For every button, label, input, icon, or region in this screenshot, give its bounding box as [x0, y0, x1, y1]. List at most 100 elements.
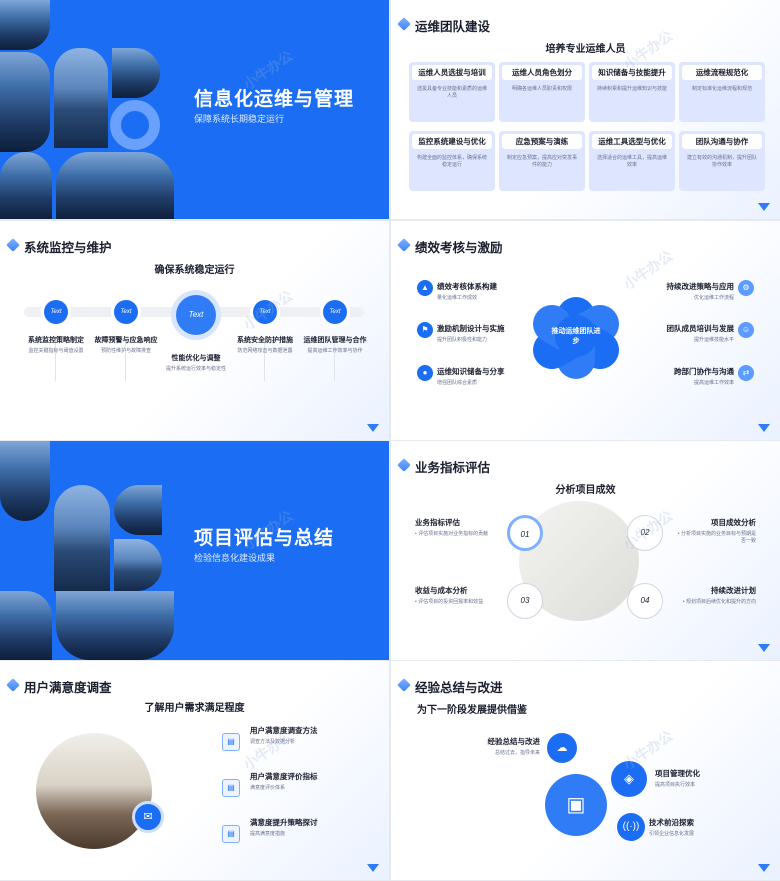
item-desc-text: 规划项目后续优化和提升的方向: [685, 599, 756, 605]
item-label: 激励机制设计与实施: [437, 324, 505, 333]
item-label: 经验总结与改进: [487, 737, 541, 746]
triangle-icon: [758, 864, 770, 872]
meeting-room-photo: [36, 733, 152, 849]
water-photo: [0, 152, 52, 219]
gear-icon: ⚙: [738, 280, 754, 296]
timeline-desc: 提升系统运行效率与稳定性: [165, 366, 226, 372]
sky-photo: [0, 52, 50, 152]
cover-subtitle: 检验信息化建设成果: [194, 553, 276, 563]
item-desc: 提高项目执行效率: [655, 782, 696, 788]
card: 运维工具选型与优化选择适合的运维工具，提高运维效率: [589, 131, 675, 191]
slide-heading: 培养专业运维人员: [545, 44, 626, 55]
item-label: 绩效考核体系构建: [437, 282, 497, 291]
item-label: 技术前沿探索: [649, 818, 694, 827]
triangle-icon: [758, 203, 770, 211]
timeline-node: Text: [114, 300, 138, 324]
slide-team-building[interactable]: 运维团队建设 培养专业运维人员 运维人员选拔与培训选拔具备专业技能和素质的运维人…: [391, 0, 780, 219]
timeline-label: 运维团队管理与合作: [303, 337, 367, 344]
sky-photo: [114, 485, 162, 535]
user-icon: ☺: [738, 322, 754, 338]
slide-title: 业务指标评估: [415, 461, 491, 475]
center-circle: [555, 315, 597, 357]
item-label: 用户满意度调查方法: [250, 726, 318, 735]
card: 知识储备与技能提升持续积累和提升运维知识与技能: [589, 62, 675, 122]
item-label: 项目成效分析: [711, 518, 756, 527]
diamond-icon: [397, 678, 411, 692]
item-desc: • 分析项目实施的业务目标与预期是否一致: [677, 531, 756, 544]
timeline-desc: 预防性维护与故障排查: [100, 348, 151, 354]
diamond-icon: [397, 17, 411, 31]
slide-monitoring[interactable]: 系统监控与维护 确保系统稳定运行 Text Text Text Text Tex…: [0, 221, 389, 440]
triangle-icon: [758, 424, 770, 432]
item-desc: • 规划项目后续优化和提升的方向: [682, 599, 756, 605]
document-icon: ▤: [222, 779, 240, 797]
timeline-desc: 提高运维工作效率与协作: [307, 348, 363, 354]
slide-cover-2[interactable]: 项目评估与总结 检验信息化建设成果: [0, 441, 389, 660]
card-title: 应急预案与演练: [502, 134, 582, 149]
card-title: 运维工具选型与优化: [592, 134, 672, 149]
triangle-icon: [367, 424, 379, 432]
water-photo: [56, 152, 174, 219]
flag-icon: ⚑: [417, 322, 433, 338]
timeline-node-main: Text: [176, 295, 216, 335]
city-photo: [54, 48, 108, 148]
number-badge: 02: [627, 515, 663, 551]
divider: [55, 341, 56, 381]
card-desc: 选择适合的运维工具，提高运维效率: [597, 155, 668, 168]
slide-title: 经验总结与改进: [415, 681, 503, 695]
slide-summary[interactable]: 经验总结与改进 为下一阶段发展提供借鉴 经验总结与改进 总结过去，指导未来 ☁ …: [391, 661, 780, 880]
item-label: 持续改进策略与应用: [666, 282, 735, 291]
card: 监控系统建设与优化构建全面的监控体系，确保系统稳定运行: [409, 131, 495, 191]
item-desc: 满意度评价体系: [250, 785, 286, 791]
item-desc: • 评估项目的投资回报率和效益: [415, 599, 484, 605]
card-title: 知识储备与技能提升: [592, 65, 672, 80]
triangle-icon: [758, 644, 770, 652]
cloud-icon: ☁: [547, 733, 577, 763]
item-label: 运维知识储备与分享: [437, 367, 505, 376]
sky-photo: [112, 48, 160, 98]
timeline-desc: 监控关键指标与阈值设置: [28, 348, 84, 354]
card: 团队沟通与协作建立有效的沟通机制，提升团队协作效率: [679, 131, 765, 191]
card-title: 监控系统建设与优化: [412, 134, 492, 149]
slide-title: 系统监控与维护: [24, 241, 112, 255]
slide-heading: 为下一阶段发展提供借鉴: [417, 705, 527, 716]
timeline-label: 性能优化与调整: [171, 355, 221, 362]
item-desc: 提高满意度措施: [250, 831, 286, 837]
number-badge: 01: [507, 515, 543, 551]
timeline-node: Text: [323, 300, 347, 324]
diamond-icon: [397, 458, 411, 472]
slide-heading: 分析项目成效: [555, 485, 616, 496]
center-text: 推动运维团队进步: [551, 328, 601, 345]
item-desc: 提升团队积极性和能力: [437, 337, 488, 343]
item-desc: 调查方法及数据分析: [250, 739, 296, 745]
card: 运维人员角色划分明确各运维人员职责和权限: [499, 62, 585, 122]
item-desc-text: 评估项目实施对业务指标的贡献: [418, 531, 489, 537]
card: 运维流程规范化制定标准化运维流程和规范: [679, 62, 765, 122]
timeline-desc: 防范网络攻击与数据泄露: [237, 348, 293, 354]
slide-metrics[interactable]: 业务指标评估 分析项目成效 业务指标评估 • 评估项目实施对业务指标的贡献 收益…: [391, 441, 780, 660]
slide-performance[interactable]: 绩效考核与激励 ▲ 绩效考核体系构建 量化运维工作成效 ⚑ 激励机制设计与实施 …: [391, 221, 780, 440]
ring-decoration: [110, 100, 160, 150]
item-desc-text: 评估项目的投资回报率和效益: [418, 599, 484, 605]
slide-title: 用户满意度调查: [24, 681, 112, 695]
card-title: 团队沟通与协作: [682, 134, 762, 149]
slide-heading: 了解用户需求满足程度: [144, 703, 245, 714]
item-label: 项目管理优化: [655, 769, 700, 778]
id-card-icon: ▣: [545, 774, 607, 836]
sky-photo: [0, 441, 50, 521]
diamond-icon: [6, 238, 20, 252]
water-photo: [56, 591, 174, 660]
cover-subtitle: 保障系统长期稳定运行: [194, 114, 285, 124]
sky-photo: [0, 0, 50, 50]
slide-satisfaction[interactable]: 用户满意度调查 了解用户需求满足程度 ✉ ▤ 用户满意度调查方法 调查方法及数据…: [0, 661, 389, 880]
slide-cover-1[interactable]: 信息化运维与管理 保障系统长期稳定运行: [0, 0, 389, 219]
water-photo: [0, 591, 52, 660]
item-desc: 提升运维技能水平: [693, 337, 734, 343]
card-desc: 明确各运维人员职责和权限: [511, 86, 572, 92]
card: 运维人员选拔与培训选拔具备专业技能和素质的运维人员: [409, 62, 495, 122]
city-photo: [54, 485, 110, 591]
card-title: 运维流程规范化: [682, 65, 762, 80]
city-photo: [114, 539, 162, 591]
item-desc: 增强团队综合素质: [437, 380, 478, 386]
diamond-icon: [397, 238, 411, 252]
